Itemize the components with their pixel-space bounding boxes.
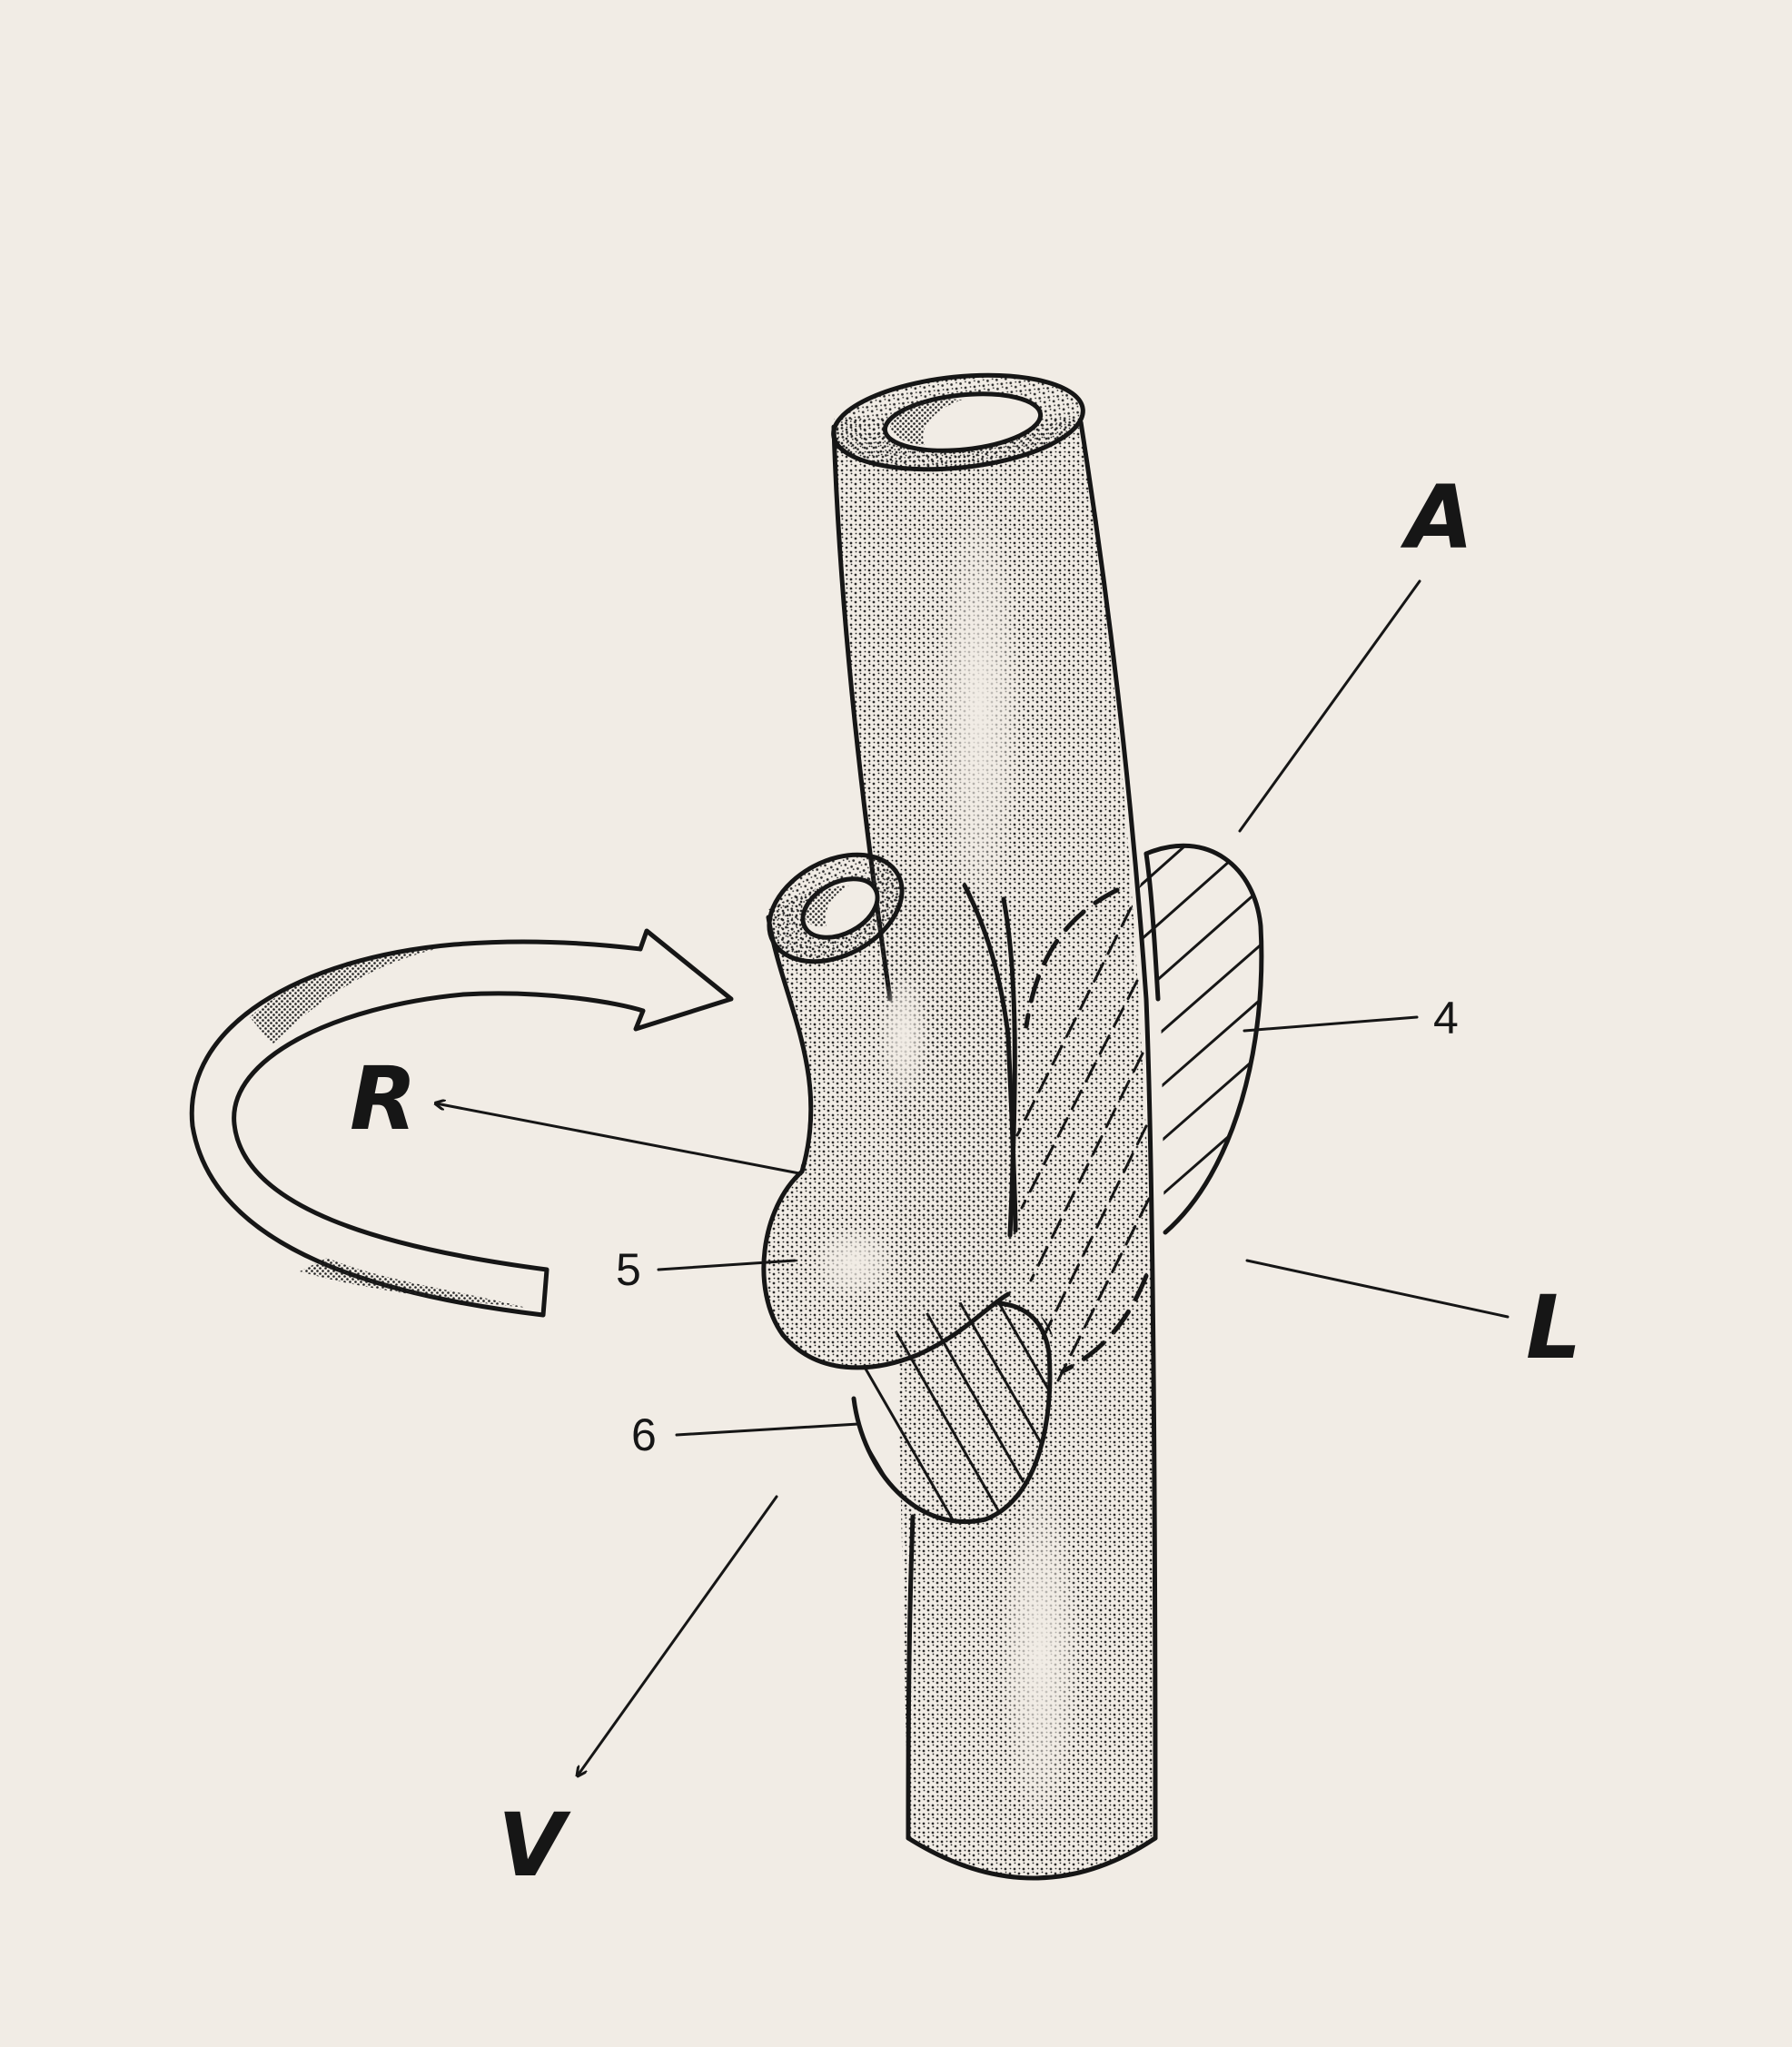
leader-line-4 <box>1243 1015 1419 1033</box>
structure-4-hidden-hatching <box>1015 906 1151 1382</box>
axis-label-l: L <box>1526 1277 1581 1379</box>
part-label-5: 5 <box>616 1244 641 1295</box>
main-vessel-opening <box>831 372 1085 472</box>
branch-vessel-5 <box>761 852 1018 1370</box>
direction-line-a <box>1238 579 1421 833</box>
axis-label-a: A <box>1400 467 1473 569</box>
rotation-arrow <box>189 928 734 1318</box>
axis-label-r: R <box>350 1048 417 1150</box>
direction-arrow-v <box>578 1495 778 1775</box>
leader-line-5 <box>657 1259 797 1271</box>
part-label-6: 6 <box>631 1409 657 1460</box>
direction-line-l <box>1245 1259 1510 1319</box>
axis-label-v: V <box>498 1795 571 1896</box>
direction-arrow-r <box>436 1103 801 1175</box>
leader-line-6 <box>675 1422 860 1437</box>
part-label-4: 4 <box>1433 993 1459 1043</box>
